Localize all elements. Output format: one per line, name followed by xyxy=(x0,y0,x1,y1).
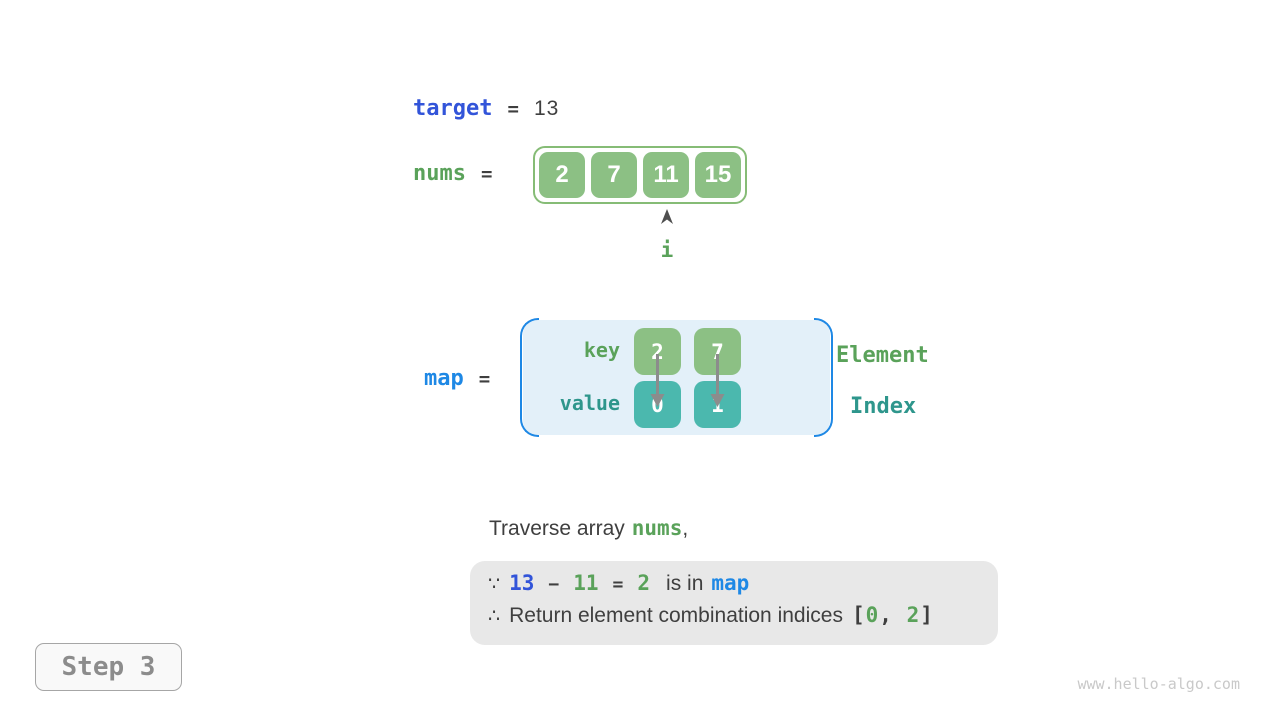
index-0-token: 0 xyxy=(865,603,880,627)
current-element-token: 11 xyxy=(573,571,599,595)
value-row-label: value xyxy=(559,391,620,415)
map-value-cell-0: 0 xyxy=(634,381,681,428)
return-indices-text: Return element combination indices xyxy=(509,604,843,627)
equals-sign: = xyxy=(507,98,519,120)
caption-nums-code: nums xyxy=(631,516,683,540)
minus-sign: − xyxy=(548,574,560,595)
array-cell-1: 7 xyxy=(591,152,637,198)
equals-sign: = xyxy=(478,368,491,390)
index-2-token: 2 xyxy=(906,603,921,627)
map-assignment: map = xyxy=(424,366,490,391)
map-code-token: map xyxy=(711,571,750,595)
nums-variable: nums xyxy=(413,161,466,186)
array-cell-0: 2 xyxy=(539,152,585,198)
target-value-token: 13 xyxy=(509,571,535,595)
therefore-symbol: ∴ xyxy=(488,606,501,627)
step-badge: Step 3 xyxy=(35,643,182,691)
target-value: 13 xyxy=(533,97,560,120)
watermark: www.hello-algo.com xyxy=(1077,675,1240,693)
comma: , xyxy=(879,603,893,627)
open-bracket: [ xyxy=(851,603,866,627)
conclusion-line-because: ∵ 13 − 11 = 2 is in map xyxy=(488,571,980,603)
array-cell-2: 11 xyxy=(643,152,689,198)
conclusion-panel: ∵ 13 − 11 = 2 is in map ∴ Return element… xyxy=(470,561,998,645)
element-annotation: Element xyxy=(836,343,929,368)
equals-sign: = xyxy=(480,163,493,185)
up-arrowhead-icon xyxy=(661,209,673,224)
nums-array: 2 7 11 15 xyxy=(533,146,747,204)
is-in-text: is in xyxy=(666,572,704,595)
index-pointer: i xyxy=(640,209,694,262)
target-assignment: target = 13 xyxy=(413,96,559,121)
index-annotation: Index xyxy=(850,394,917,419)
indices-pair: [0, 2] xyxy=(852,603,934,627)
because-symbol: ∵ xyxy=(488,574,501,595)
conclusion-line-therefore: ∴ Return element combination indices [0,… xyxy=(488,603,980,635)
map-left-paren xyxy=(520,318,539,437)
array-cell-3: 15 xyxy=(695,152,741,198)
close-bracket: ] xyxy=(920,603,934,627)
map-key-cell-0: 2 xyxy=(634,328,681,375)
caption-suffix: , xyxy=(682,517,689,540)
map-key-cell-1: 7 xyxy=(694,328,741,375)
target-variable: target xyxy=(413,96,493,121)
equals-sign: = xyxy=(612,574,624,595)
map-value-cell-1: 1 xyxy=(694,381,741,428)
key-row-label: key xyxy=(583,338,620,362)
map-right-paren xyxy=(814,318,833,437)
caption-prefix: Traverse array xyxy=(489,517,625,540)
step-badge-label: Step 3 xyxy=(61,652,156,682)
nums-assignment: nums = xyxy=(413,161,492,186)
caption-line: Traverse array nums , xyxy=(489,516,688,541)
pointer-i-label: i xyxy=(660,238,674,262)
map-container: key value 2 7 0 1 xyxy=(520,318,833,437)
map-variable: map xyxy=(424,366,464,391)
difference-token: 2 xyxy=(637,571,651,595)
